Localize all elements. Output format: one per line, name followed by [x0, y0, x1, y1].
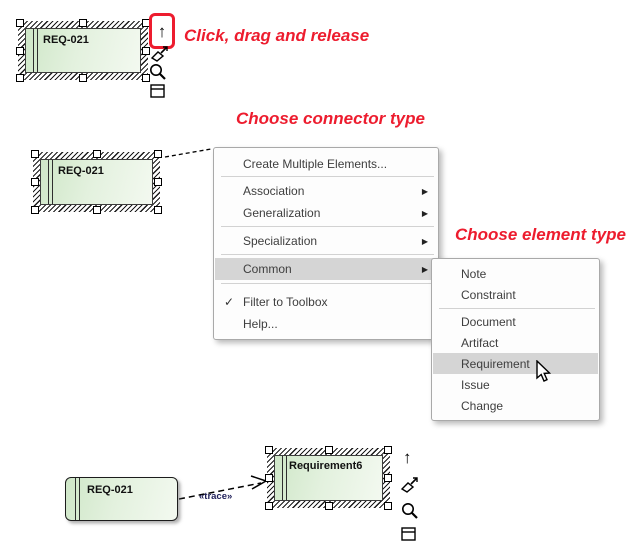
element-type-submenu: Note Constraint Document Artifact Requir…	[431, 258, 600, 421]
menu-item-association[interactable]: Association ▶	[215, 180, 437, 202]
resize-handle[interactable]	[16, 19, 24, 27]
menu-separator	[221, 254, 434, 255]
compartments-icon[interactable]	[401, 527, 417, 541]
resize-handle[interactable]	[384, 474, 392, 482]
requirement-notation-line	[282, 456, 287, 500]
element-label: REQ-021	[58, 165, 104, 177]
menu-item-label: Requirement	[461, 356, 530, 371]
menu-item-generalization[interactable]: Generalization ▶	[215, 202, 437, 224]
submenu-arrow-icon: ▶	[421, 186, 428, 196]
quicklinker-arrow-icon[interactable]: ↑	[403, 448, 412, 467]
resize-handle[interactable]	[92, 206, 101, 214]
menu-item-label: Create Multiple Elements...	[243, 157, 388, 171]
menu-item-create-multiple[interactable]: Create Multiple Elements...	[215, 153, 437, 175]
resize-handle[interactable]	[31, 206, 39, 214]
resize-handle[interactable]	[16, 46, 24, 55]
submenu-item-issue[interactable]: Issue	[433, 374, 598, 395]
menu-item-help[interactable]: Help...	[215, 313, 437, 335]
menu-item-label: Document	[461, 314, 516, 329]
menu-item-label: Note	[461, 266, 487, 281]
resize-handle[interactable]	[142, 46, 150, 55]
submenu-item-artifact[interactable]: Artifact	[433, 332, 598, 353]
element-req021-middle[interactable]: REQ-021	[31, 150, 162, 214]
submenu-item-document[interactable]: Document	[433, 311, 598, 332]
menu-item-label: Association	[243, 184, 305, 198]
menu-item-common[interactable]: Common ▶	[215, 258, 437, 280]
pen-icon[interactable]	[400, 477, 419, 495]
resize-handle[interactable]	[324, 502, 333, 510]
resize-handle[interactable]	[16, 74, 24, 82]
submenu-arrow-icon: ▶	[421, 264, 428, 274]
magnifier-icon[interactable]	[149, 63, 167, 82]
submenu-item-note[interactable]: Note	[433, 263, 598, 284]
resize-handle[interactable]	[324, 446, 333, 454]
submenu-arrow-icon: ▶	[421, 208, 428, 218]
menu-item-label: Filter to Toolbox	[243, 295, 328, 309]
menu-item-filter-to-toolbox[interactable]: ✓ Filter to Toolbox	[215, 291, 437, 313]
resize-handle[interactable]	[265, 502, 273, 510]
resize-handle[interactable]	[79, 19, 87, 27]
element-req021-bottom[interactable]: REQ-021	[65, 477, 178, 521]
resize-handle[interactable]	[154, 178, 162, 186]
element-label: Requirement6	[289, 460, 363, 472]
element-requirement6-body[interactable]: Requirement6	[274, 455, 383, 501]
submenu-item-change[interactable]: Change	[433, 395, 598, 416]
quicklinker-context-menu: Create Multiple Elements... Association …	[213, 147, 439, 340]
resize-handle[interactable]	[384, 502, 392, 510]
resize-handle[interactable]	[142, 74, 150, 82]
magnifier-icon[interactable]	[401, 502, 419, 521]
menu-item-label: Issue	[461, 377, 490, 392]
submenu-arrow-icon: ▶	[421, 236, 428, 246]
quicklinker-highlight-box: ↑	[149, 13, 175, 49]
menu-separator	[221, 283, 434, 284]
resize-handle[interactable]	[31, 150, 39, 158]
quicklinker-arrow-icon[interactable]: ↑	[157, 21, 167, 41]
annotation-choose-connector: Choose connector type	[236, 109, 425, 128]
compartments-icon[interactable]	[150, 84, 166, 98]
element-label: REQ-021	[43, 34, 89, 46]
resize-handle[interactable]	[154, 150, 162, 158]
menu-item-label: Constraint	[461, 287, 516, 302]
element-label: REQ-021	[87, 484, 133, 496]
annotation-choose-element: Choose element type	[455, 225, 626, 244]
element-requirement6[interactable]: Requirement6	[265, 446, 392, 510]
menu-item-specialization[interactable]: Specialization ▶	[215, 230, 437, 252]
requirement-notation-line	[48, 160, 53, 204]
resize-handle[interactable]	[92, 150, 101, 158]
menu-separator	[221, 226, 434, 227]
resize-handle[interactable]	[384, 446, 392, 454]
menu-item-label: Specialization	[243, 234, 318, 248]
requirement-notation-line	[75, 478, 80, 520]
pen-icon[interactable]	[150, 46, 169, 64]
menu-item-label: Common	[243, 262, 292, 276]
connector-stereotype-label[interactable]: «trace»	[199, 491, 233, 502]
element-req021-top[interactable]: REQ-021	[16, 19, 150, 82]
resize-handle[interactable]	[154, 206, 162, 214]
annotation-click-drag: Click, drag and release	[184, 26, 370, 45]
element-req021-top-body[interactable]: REQ-021	[25, 28, 141, 73]
mouse-cursor-icon	[536, 360, 552, 382]
element-req021-middle-body[interactable]: REQ-021	[40, 159, 153, 205]
menu-item-label: Change	[461, 398, 504, 413]
menu-item-label: Help...	[243, 317, 278, 331]
menu-item-label: Generalization	[243, 206, 321, 220]
menu-separator	[221, 176, 434, 177]
check-icon: ✓	[224, 295, 235, 309]
submenu-item-requirement[interactable]: Requirement	[433, 353, 598, 374]
resize-handle[interactable]	[31, 178, 39, 186]
resize-handle[interactable]	[265, 474, 273, 482]
resize-handle[interactable]	[79, 74, 87, 82]
submenu-item-constraint[interactable]: Constraint	[433, 284, 598, 305]
requirement-notation-line	[33, 29, 38, 72]
resize-handle[interactable]	[265, 446, 273, 454]
menu-separator	[439, 308, 595, 309]
menu-item-label: Artifact	[461, 335, 499, 350]
